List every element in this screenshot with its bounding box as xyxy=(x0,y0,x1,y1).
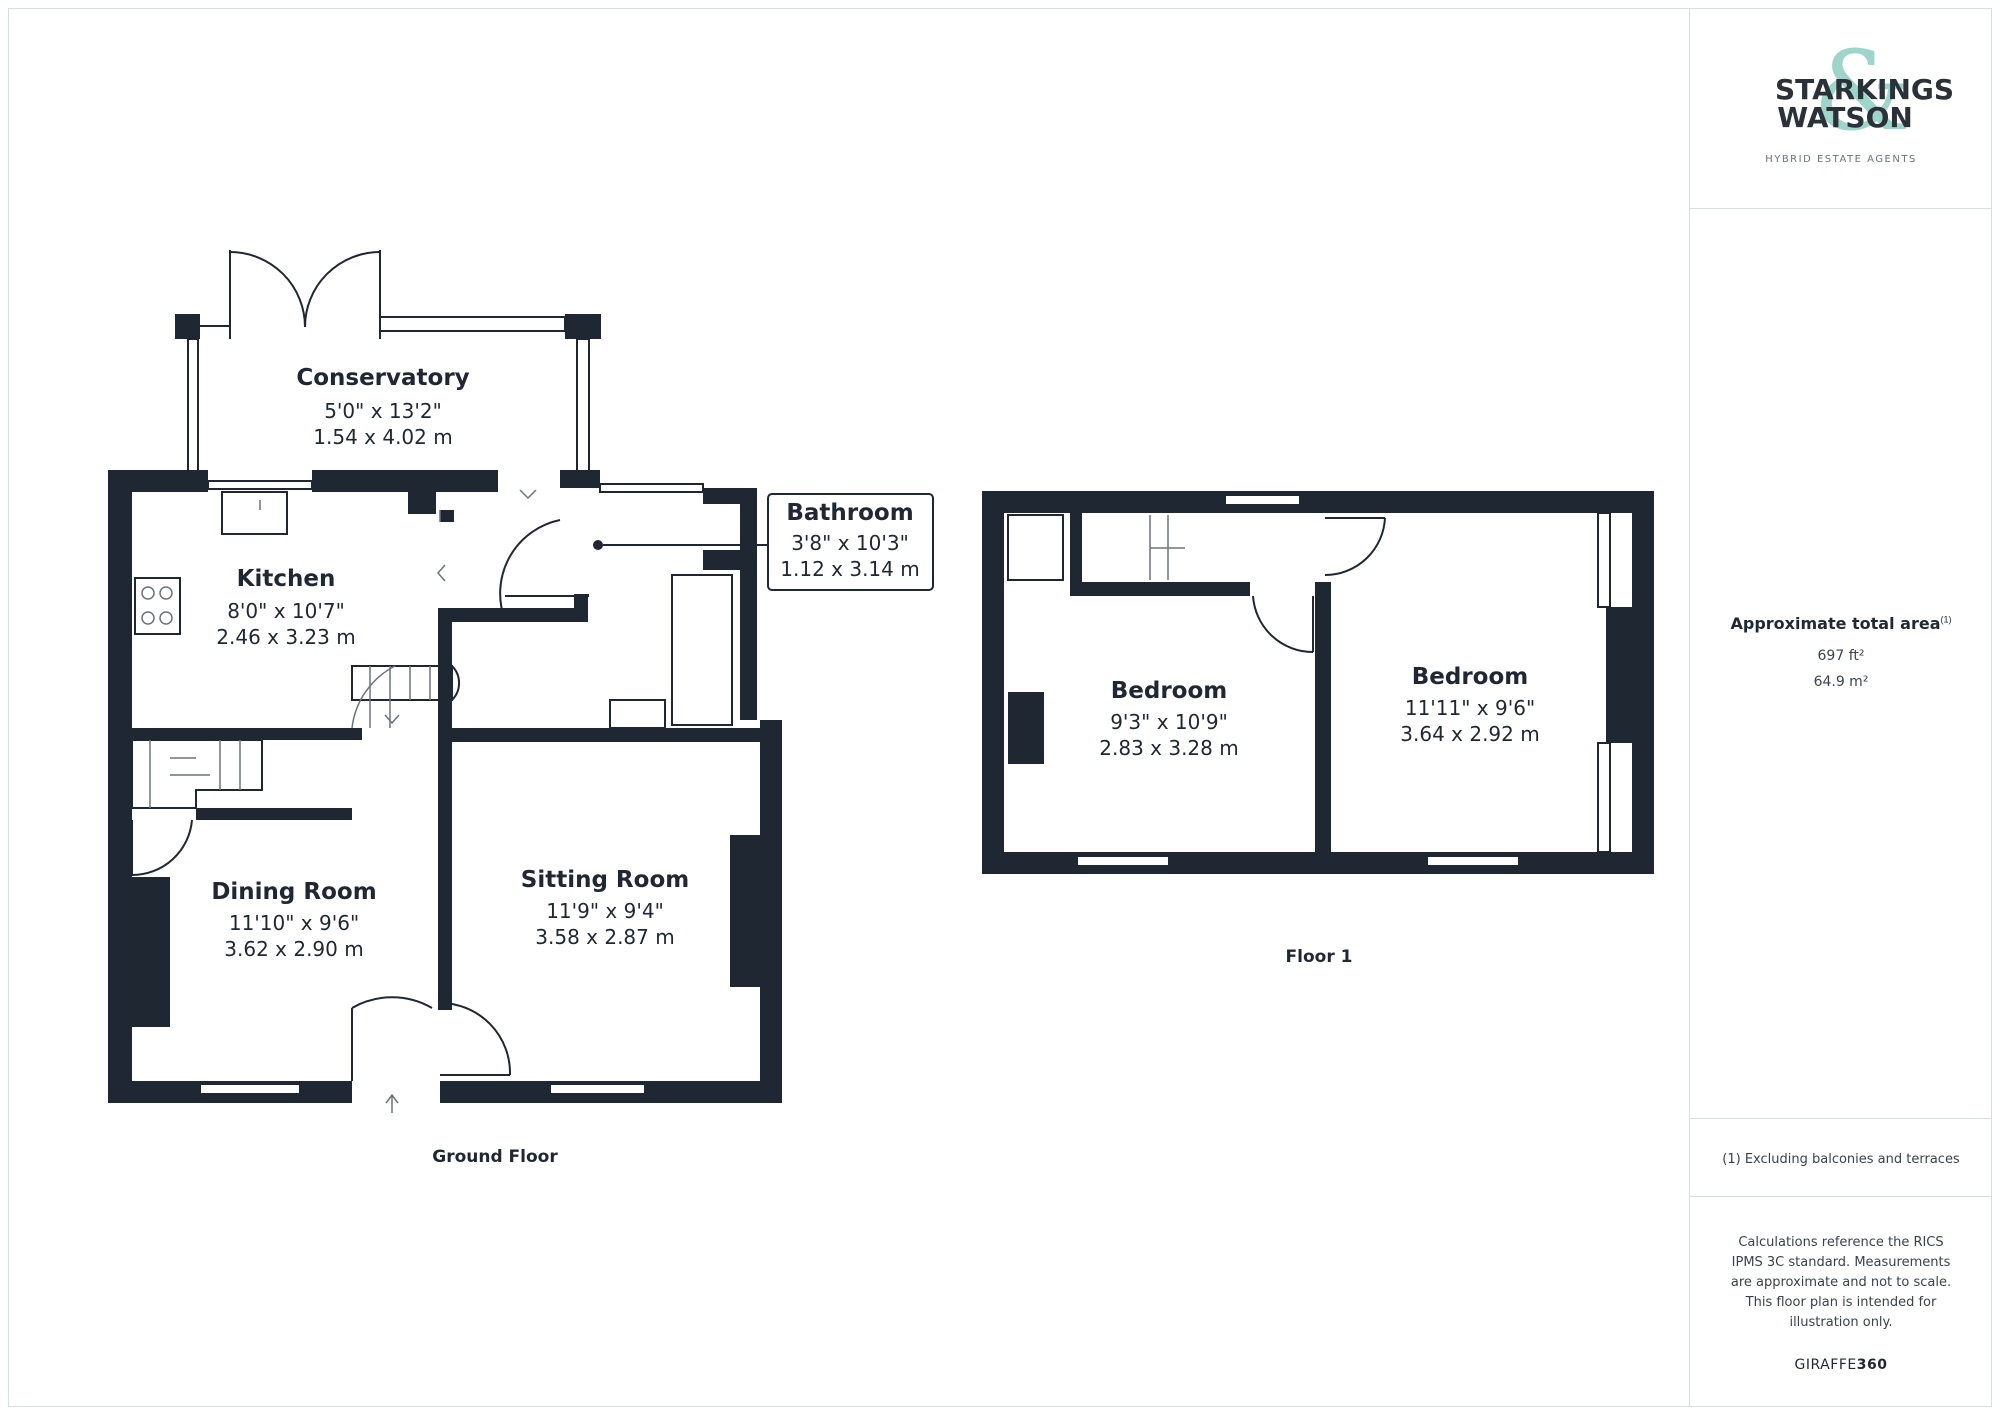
maker-logo-a: GIRAFFE xyxy=(1794,1357,1857,1373)
first-floor-label: Floor 1 xyxy=(1286,947,1353,967)
dining-room-imperial: 11'10" x 9'6" xyxy=(229,911,359,935)
bedroom-1-imperial: 9'3" x 10'9" xyxy=(1110,710,1228,734)
area-section: Approximate total area(1) 697 ft² 64.9 m… xyxy=(1690,209,1992,1119)
dining-room-metric: 3.62 x 2.90 m xyxy=(224,937,363,961)
label-dining-room: Dining Room 11'10" x 9'6" 3.62 x 2.90 m xyxy=(211,879,376,961)
sidebar: & STARKINGS WATSON HYBRID ESTATE AGENTS … xyxy=(1689,8,1992,1407)
bedroom-2-metric: 3.64 x 2.92 m xyxy=(1400,722,1539,746)
area-sqft: 697 ft² xyxy=(1817,648,1865,664)
floor-plan: Conservatory 5'0" x 13'2" 1.54 x 4.02 m … xyxy=(108,250,1654,1167)
bedroom-2-imperial: 11'11" x 9'6" xyxy=(1405,696,1535,720)
disclaimer-section: Calculations reference the RICS IPMS 3C … xyxy=(1690,1197,1992,1407)
ground-floor-plan xyxy=(108,250,934,1113)
footnote: (1) Excluding balconies and terraces xyxy=(1722,1152,1960,1167)
kitchen-name: Kitchen xyxy=(237,566,336,592)
label-conservatory: Conservatory 5'0" x 13'2" 1.54 x 4.02 m xyxy=(296,365,469,449)
brand-ampersand: & xyxy=(1813,27,1911,155)
page-frame xyxy=(8,8,1992,1407)
area-sqm: 64.9 m² xyxy=(1813,674,1869,690)
bedroom-1-metric: 2.83 x 3.28 m xyxy=(1099,736,1238,760)
first-floor-plan xyxy=(982,491,1654,874)
disclaimer: Calculations reference the RICS IPMS 3C … xyxy=(1730,1235,1952,1330)
bathroom-metric: 1.12 x 3.14 m xyxy=(780,557,919,581)
label-sitting-room: Sitting Room 11'9" x 9'4" 3.58 x 2.87 m xyxy=(521,867,689,949)
label-bedroom-1: Bedroom 9'3" x 10'9" 2.83 x 3.28 m xyxy=(1099,678,1238,760)
area-footnote-marker: (1) xyxy=(1940,614,1952,625)
conservatory-imperial: 5'0" x 13'2" xyxy=(324,399,442,423)
area-title: Approximate total area xyxy=(1730,614,1941,633)
bedroom-1-name: Bedroom xyxy=(1111,678,1228,704)
brand-section: & STARKINGS WATSON HYBRID ESTATE AGENTS xyxy=(1690,8,1992,209)
maker-logo: GIRAFFE360 xyxy=(1726,1357,1956,1373)
label-kitchen: Kitchen 8'0" x 10'7" 2.46 x 3.23 m xyxy=(216,566,355,649)
brand-line-1: STARKINGS xyxy=(1775,73,1955,106)
sitting-room-imperial: 11'9" x 9'4" xyxy=(546,899,664,923)
bathroom-name: Bathroom xyxy=(786,500,913,526)
sitting-room-metric: 3.58 x 2.87 m xyxy=(535,925,674,949)
kitchen-imperial: 8'0" x 10'7" xyxy=(227,599,345,623)
brand-line-2: WATSON xyxy=(1777,101,1913,134)
dining-room-name: Dining Room xyxy=(211,879,376,905)
brand-logo: & STARKINGS WATSON xyxy=(1775,36,1955,160)
sitting-room-name: Sitting Room xyxy=(521,867,689,893)
label-bedroom-2: Bedroom 11'11" x 9'6" 3.64 x 2.92 m xyxy=(1400,664,1539,746)
ground-floor-label: Ground Floor xyxy=(432,1147,558,1167)
conservatory-name: Conservatory xyxy=(296,365,469,391)
footnote-section: (1) Excluding balconies and terraces xyxy=(1690,1119,1992,1197)
bathroom-imperial: 3'8" x 10'3" xyxy=(791,531,909,555)
label-bathroom: Bathroom 3'8" x 10'3" 1.12 x 3.14 m xyxy=(780,500,919,581)
kitchen-metric: 2.46 x 3.23 m xyxy=(216,625,355,649)
maker-logo-b: 360 xyxy=(1856,1357,1888,1373)
bedroom-2-name: Bedroom xyxy=(1412,664,1529,690)
conservatory-metric: 1.54 x 4.02 m xyxy=(313,425,452,449)
brand-tagline: HYBRID ESTATE AGENTS xyxy=(1765,154,1917,165)
